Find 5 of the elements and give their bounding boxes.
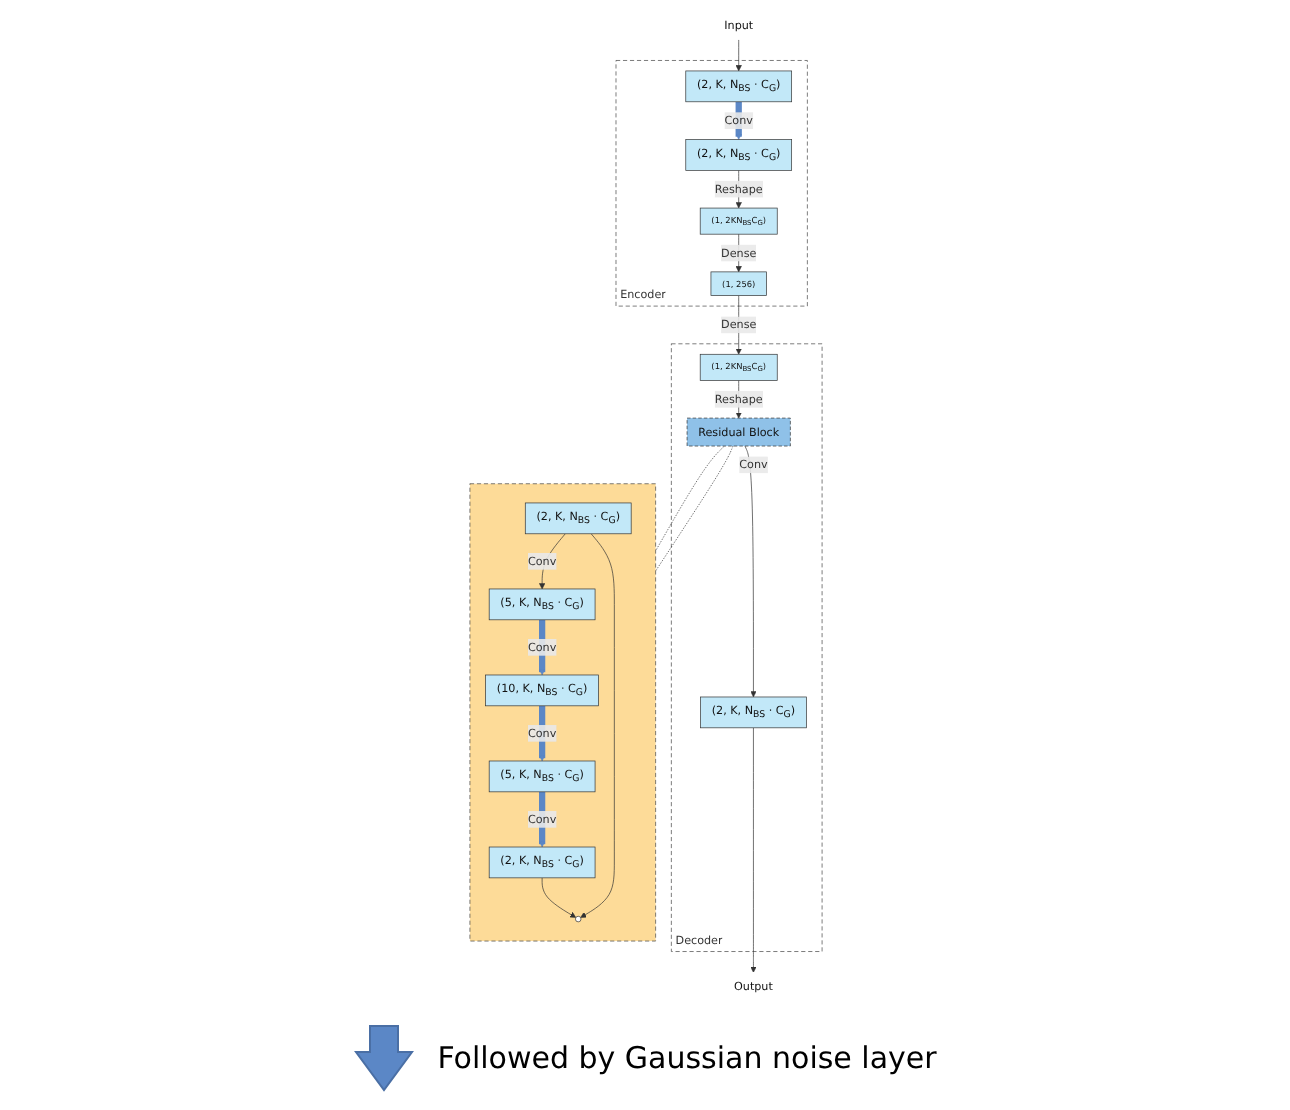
connector [654, 444, 733, 571]
legend-text: Followed by Gaussian noise layer [437, 1040, 937, 1076]
connector [654, 444, 724, 551]
cluster [468, 482, 655, 941]
node-circle [574, 914, 581, 922]
